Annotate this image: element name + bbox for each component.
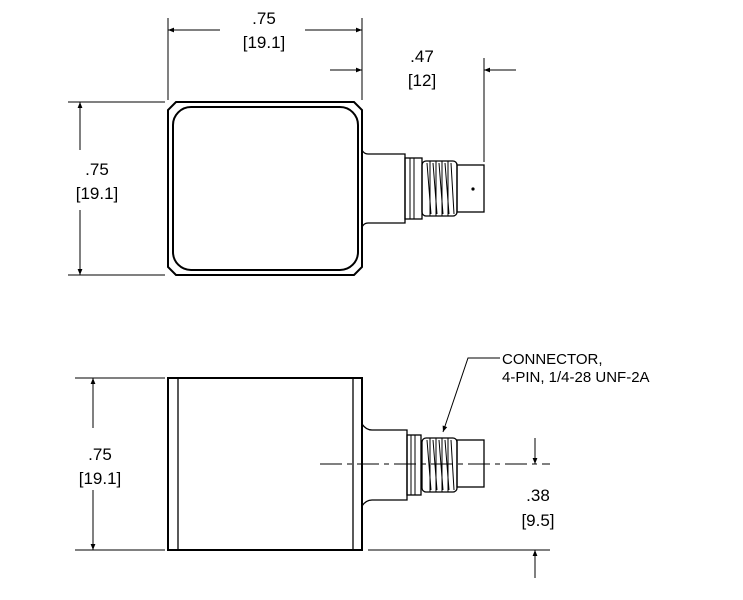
pin-dot (471, 187, 475, 191)
top-width-mm: [19.1] (243, 33, 286, 52)
connector-length-mm: [12] (408, 71, 436, 90)
center-height-mm: [9.5] (521, 511, 554, 530)
connector-neck (361, 149, 406, 228)
callout-leader (442, 357, 500, 433)
side-height-mm: [19.1] (79, 469, 122, 488)
sensor-body-outline (167, 101, 363, 276)
side-height-inch: .75 (88, 445, 112, 464)
top-height-mm: [19.1] (76, 184, 119, 203)
connector-pin (456, 164, 485, 213)
sensor-body-inner (172, 106, 359, 271)
top-width-inch: .75 (252, 9, 276, 28)
connector-neck-side (361, 423, 408, 507)
connector-ring-side (406, 434, 422, 496)
connector-thread-side (421, 437, 458, 493)
callout-line2: 4-PIN, 1/4-28 UNF-2A (502, 369, 650, 386)
center-height-inch: .38 (526, 486, 550, 505)
side-view: CONNECTOR, 4-PIN, 1/4-28 UNF-2A .38 [9.5… (75, 351, 650, 578)
top-view: .75 [19.1] .47 [12] .75 [19.1] (68, 9, 516, 276)
connector-thread (421, 160, 458, 217)
connector-length-inch: .47 (410, 47, 434, 66)
top-height-inch: .75 (85, 160, 109, 179)
callout-line1: CONNECTOR, (502, 351, 603, 368)
